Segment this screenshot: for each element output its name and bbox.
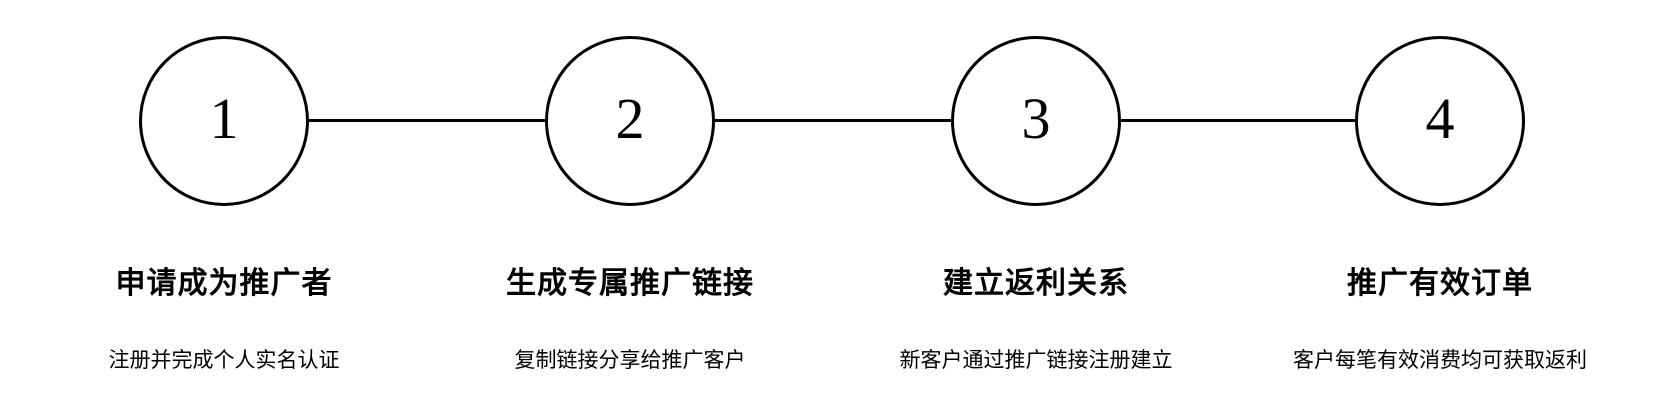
- step-3-circle: 3: [951, 36, 1121, 206]
- step-4-number: 4: [1425, 86, 1455, 151]
- connector-line-3-4: [1121, 119, 1355, 122]
- step-2-circle: 2: [545, 36, 715, 206]
- step-3-number: 3: [1021, 86, 1051, 151]
- connector-line-2-3: [715, 119, 951, 122]
- step-4-circle: 4: [1355, 36, 1525, 206]
- step-1-circle: 1: [139, 36, 309, 206]
- step-4-subtitle: 客户每笔有效消费均可获取返利: [1293, 349, 1587, 372]
- step-3-subtitle: 新客户通过推广链接注册建立: [899, 349, 1173, 372]
- step-1-title: 申请成为推广者: [115, 267, 333, 300]
- step-2-title: 生成专属推广链接: [506, 267, 754, 300]
- step-1-number: 1: [209, 86, 239, 151]
- step-3-title: 建立返利关系: [943, 267, 1129, 300]
- step-2-number: 2: [615, 86, 645, 151]
- step-2-subtitle: 复制链接分享给推广客户: [514, 349, 746, 372]
- step-1-subtitle: 注册并完成个人实名认证: [108, 349, 340, 372]
- step-4-title: 推广有效订单: [1347, 267, 1533, 300]
- connector-line-1-2: [309, 119, 545, 122]
